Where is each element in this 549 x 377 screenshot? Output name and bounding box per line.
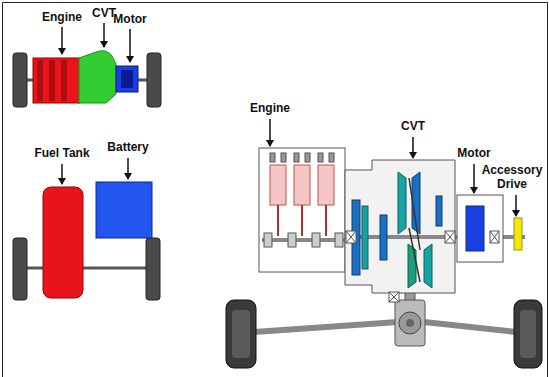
- frame: [3, 3, 548, 377]
- part-label: Accessory Drive: [480, 163, 544, 191]
- part-label: CVT: [401, 119, 425, 133]
- part-label: Engine: [250, 101, 290, 115]
- part-label: Fuel Tank: [34, 146, 89, 160]
- small-powertrain: [13, 51, 161, 107]
- storage-layout: [13, 182, 160, 300]
- part-label: Engine: [42, 10, 82, 24]
- part-label: Motor: [457, 146, 490, 160]
- part-label: CVT: [92, 6, 116, 20]
- part-label: Motor: [113, 12, 146, 26]
- leader-arrows: [62, 23, 516, 216]
- drivetrain-detail: [226, 148, 542, 368]
- part-label: Battery: [107, 140, 148, 154]
